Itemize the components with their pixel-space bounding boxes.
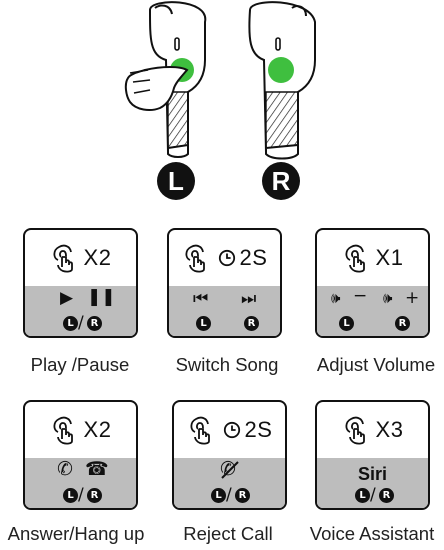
tap-finger-icon: [50, 243, 80, 273]
phone-answer-icon: ✆: [57, 458, 73, 480]
left-badge: L: [157, 162, 195, 200]
earbuds-illustration: [124, 1, 316, 160]
phone-hangup-icon: ☎: [85, 458, 109, 480]
pause-icon: ❚❚: [87, 287, 116, 307]
card-label: Switch Song: [175, 354, 279, 375]
tap-finger-icon: [342, 415, 372, 445]
side-left: L: [211, 488, 226, 503]
reject-slash: [221, 461, 239, 479]
tap-finger-icon: [182, 243, 212, 273]
side-separator: /: [78, 485, 84, 505]
card-label: Answer/Hang up: [7, 523, 145, 544]
right-touch-zone: [268, 57, 294, 83]
reject-call-icon: ✆: [220, 458, 236, 480]
card-reject-call: 2S ✆ L / R: [172, 400, 287, 510]
side-left: L: [196, 316, 211, 331]
next-track-icon: ⏭: [241, 289, 257, 309]
speaker-icon: 🕪: [383, 289, 393, 307]
left-badge-letter: L: [168, 165, 184, 196]
side-separator: /: [370, 485, 376, 505]
card-label: Play /Pause: [30, 354, 130, 375]
right-earbud: [248, 1, 316, 160]
card-voice-assistant: X3 Siri L / R: [315, 400, 430, 510]
card-count: X2: [83, 245, 112, 270]
side-right: R: [87, 316, 102, 331]
card-label: Adjust Volume: [316, 354, 436, 375]
card-count: X3: [375, 417, 404, 442]
side-right: R: [87, 488, 102, 503]
card-switch-song: 2S ⏮ ⏭ L R: [167, 228, 282, 338]
card-answer-hangup: X2 ✆ ☎ L / R: [23, 400, 138, 510]
tap-finger-icon: [342, 243, 372, 273]
side-right: R: [235, 488, 250, 503]
clock-icon: [223, 421, 241, 439]
speaker-icon: 🕪: [331, 289, 341, 307]
play-icon: ▶: [60, 288, 74, 308]
side-right: R: [244, 316, 259, 331]
clock-icon: [218, 249, 236, 267]
side-separator: /: [226, 485, 232, 505]
previous-track-icon: ⏮: [193, 289, 209, 309]
tap-finger-icon: [50, 415, 80, 445]
side-right: R: [379, 488, 394, 503]
volume-minus: −: [353, 286, 368, 306]
right-badge-letter: R: [271, 165, 291, 196]
card-label: Reject Call: [183, 523, 273, 544]
right-badge: R: [262, 162, 300, 200]
side-right: R: [395, 316, 410, 331]
side-separator: /: [78, 313, 84, 333]
side-left: L: [63, 316, 78, 331]
card-play-pause: X2 ▶ ❚❚ L / R: [23, 228, 138, 338]
voice-assistant-name: Siri: [357, 464, 387, 484]
side-left: L: [355, 488, 370, 503]
volume-plus: +: [405, 288, 420, 308]
tap-finger-icon: [187, 415, 217, 445]
card-count: 2S: [244, 417, 273, 442]
card-adjust-volume: X1 🕪 − 🕪 + L R: [315, 228, 430, 338]
card-count: 2S: [239, 245, 268, 270]
card-label: Voice Assistant: [309, 523, 435, 544]
side-left: L: [339, 316, 354, 331]
left-earbud: [124, 1, 207, 158]
side-left: L: [63, 488, 78, 503]
card-count: X2: [83, 417, 112, 442]
card-count: X1: [375, 245, 404, 270]
